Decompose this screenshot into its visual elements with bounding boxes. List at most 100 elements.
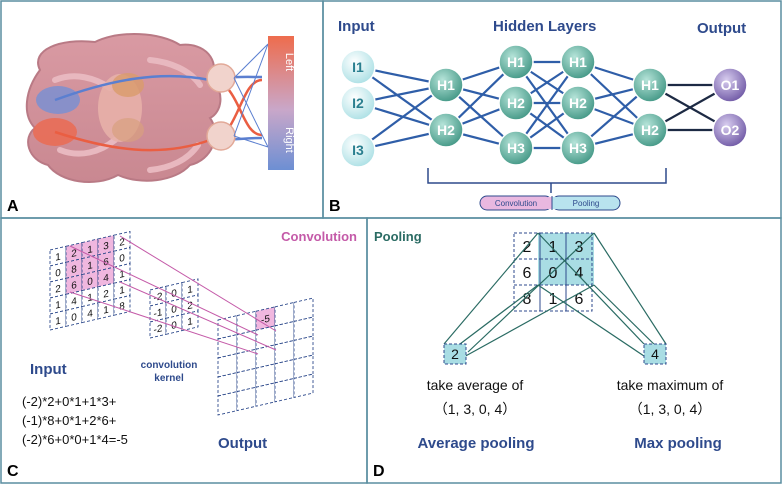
nn-node-label: H1 [507,54,525,70]
nn-node [340,49,376,85]
input-cell-value: 1 [103,304,109,316]
nn-node [498,85,534,121]
nn-node [340,132,376,168]
projection-lines [69,235,277,355]
input-cell-value: 6 [103,256,109,268]
input-cell-value: 1 [119,269,125,281]
output-cell [255,363,276,388]
kernel-cell-value: 1 [187,316,193,328]
output-cell [236,386,257,412]
panel-a: Left Right A [7,33,295,215]
kernel-label-line2: kernel [154,373,184,384]
nn-node-label: H2 [437,122,455,138]
max-caption: take maximum of [617,377,724,393]
input-cell [81,302,99,324]
max-result-cell [643,343,667,365]
input-cell-value: 1 [55,316,61,328]
output-label: Output [218,435,267,452]
pool-cell-value: 8 [523,291,532,308]
bar-label-left: Left [283,53,295,71]
input-cell-value: 4 [71,296,77,308]
output-cell [255,306,276,331]
nn-node [560,130,596,166]
output-cell [293,373,314,399]
nn-node-label: H1 [641,77,659,93]
input-cell-value: 8 [119,301,125,313]
input-cell-value: 6 [71,280,77,292]
nn-node-label: I2 [352,95,364,111]
pill-convolution: Convolution [495,199,537,208]
panel-label-d: D [373,463,385,480]
nn-hidden-title: Hidden Layers [493,18,596,35]
pool-cell-value: 6 [575,291,584,308]
pool-cell-value: 1 [549,291,558,308]
equation-line-1: (-2)*2+0*1+1*3+ [22,394,116,409]
conv-result-value: -5 [261,314,270,327]
nn-node [340,85,376,121]
kernel-cell [149,317,167,339]
avg-values: （1, 3, 0, 4） [434,401,516,417]
hemisphere-color-bar [268,36,294,170]
pool-cell [513,284,541,312]
output-cell [217,391,238,416]
input-cell-value: 2 [103,288,109,300]
pill-pooling: Pooling [573,199,600,208]
input-cell-value: 2 [71,248,77,260]
input-cell [49,309,67,331]
output-cell [255,382,276,407]
panel-b: Input Hidden Layers Output I1I2I3H1H2H1H… [329,18,748,215]
nn-node [498,130,534,166]
nn-connections [357,60,731,152]
input-cell-value: 2 [119,237,125,249]
nn-node [498,44,534,80]
avg-pooling-label: Average pooling [418,435,535,452]
pool-cell [539,284,567,312]
output-grid: -5 [217,297,314,416]
input-cell-value: 0 [71,312,77,324]
nn-node-label: H3 [569,140,587,156]
convolution-title: Convolution [281,229,357,244]
bar-label-right: Right [283,127,295,153]
output-cell [274,377,295,403]
nn-edge [357,84,447,151]
kernel-cell-value: -2 [154,323,163,336]
kernel-cell-value: -1 [154,307,163,320]
input-label: Input [30,361,67,378]
input-cell-value: 4 [103,272,109,284]
avg-result-value: 2 [451,346,459,362]
kernel-cell-value: -2 [154,291,163,304]
nn-node-label: H3 [507,140,525,156]
input-cell-value: 1 [87,244,93,256]
nn-node [632,112,668,148]
brain-illustration [25,33,269,183]
nn-node-label: O2 [721,122,740,138]
nn-node [428,112,464,148]
nn-node [712,67,748,103]
output-cell [255,344,276,369]
nn-node [632,67,668,103]
nn-input-title: Input [338,18,375,35]
input-cell-value: 1 [55,300,61,312]
equation-line-2: (-1)*8+0*1+2*6+ [22,413,116,428]
input-cell-value: 4 [87,308,93,320]
nn-node-label: I1 [352,59,364,75]
nn-edge [357,66,447,131]
max-pooling-label: Max pooling [634,435,722,452]
nn-node [712,112,748,148]
input-cell-value: 8 [71,264,77,276]
panel-label-b: B [329,198,341,215]
input-cell-value: 0 [55,268,61,280]
pool-cell-value: 6 [523,265,532,282]
input-cell-value: 3 [103,240,109,252]
nn-node-label: O1 [721,77,740,93]
input-cell-value: 0 [87,276,93,288]
nn-node-label: H2 [641,122,659,138]
nn-node [560,85,596,121]
max-result-value: 4 [651,346,659,362]
input-cell [97,298,115,320]
input-cell-value: 1 [55,252,61,264]
kernel-cell-value: 0 [171,304,177,316]
